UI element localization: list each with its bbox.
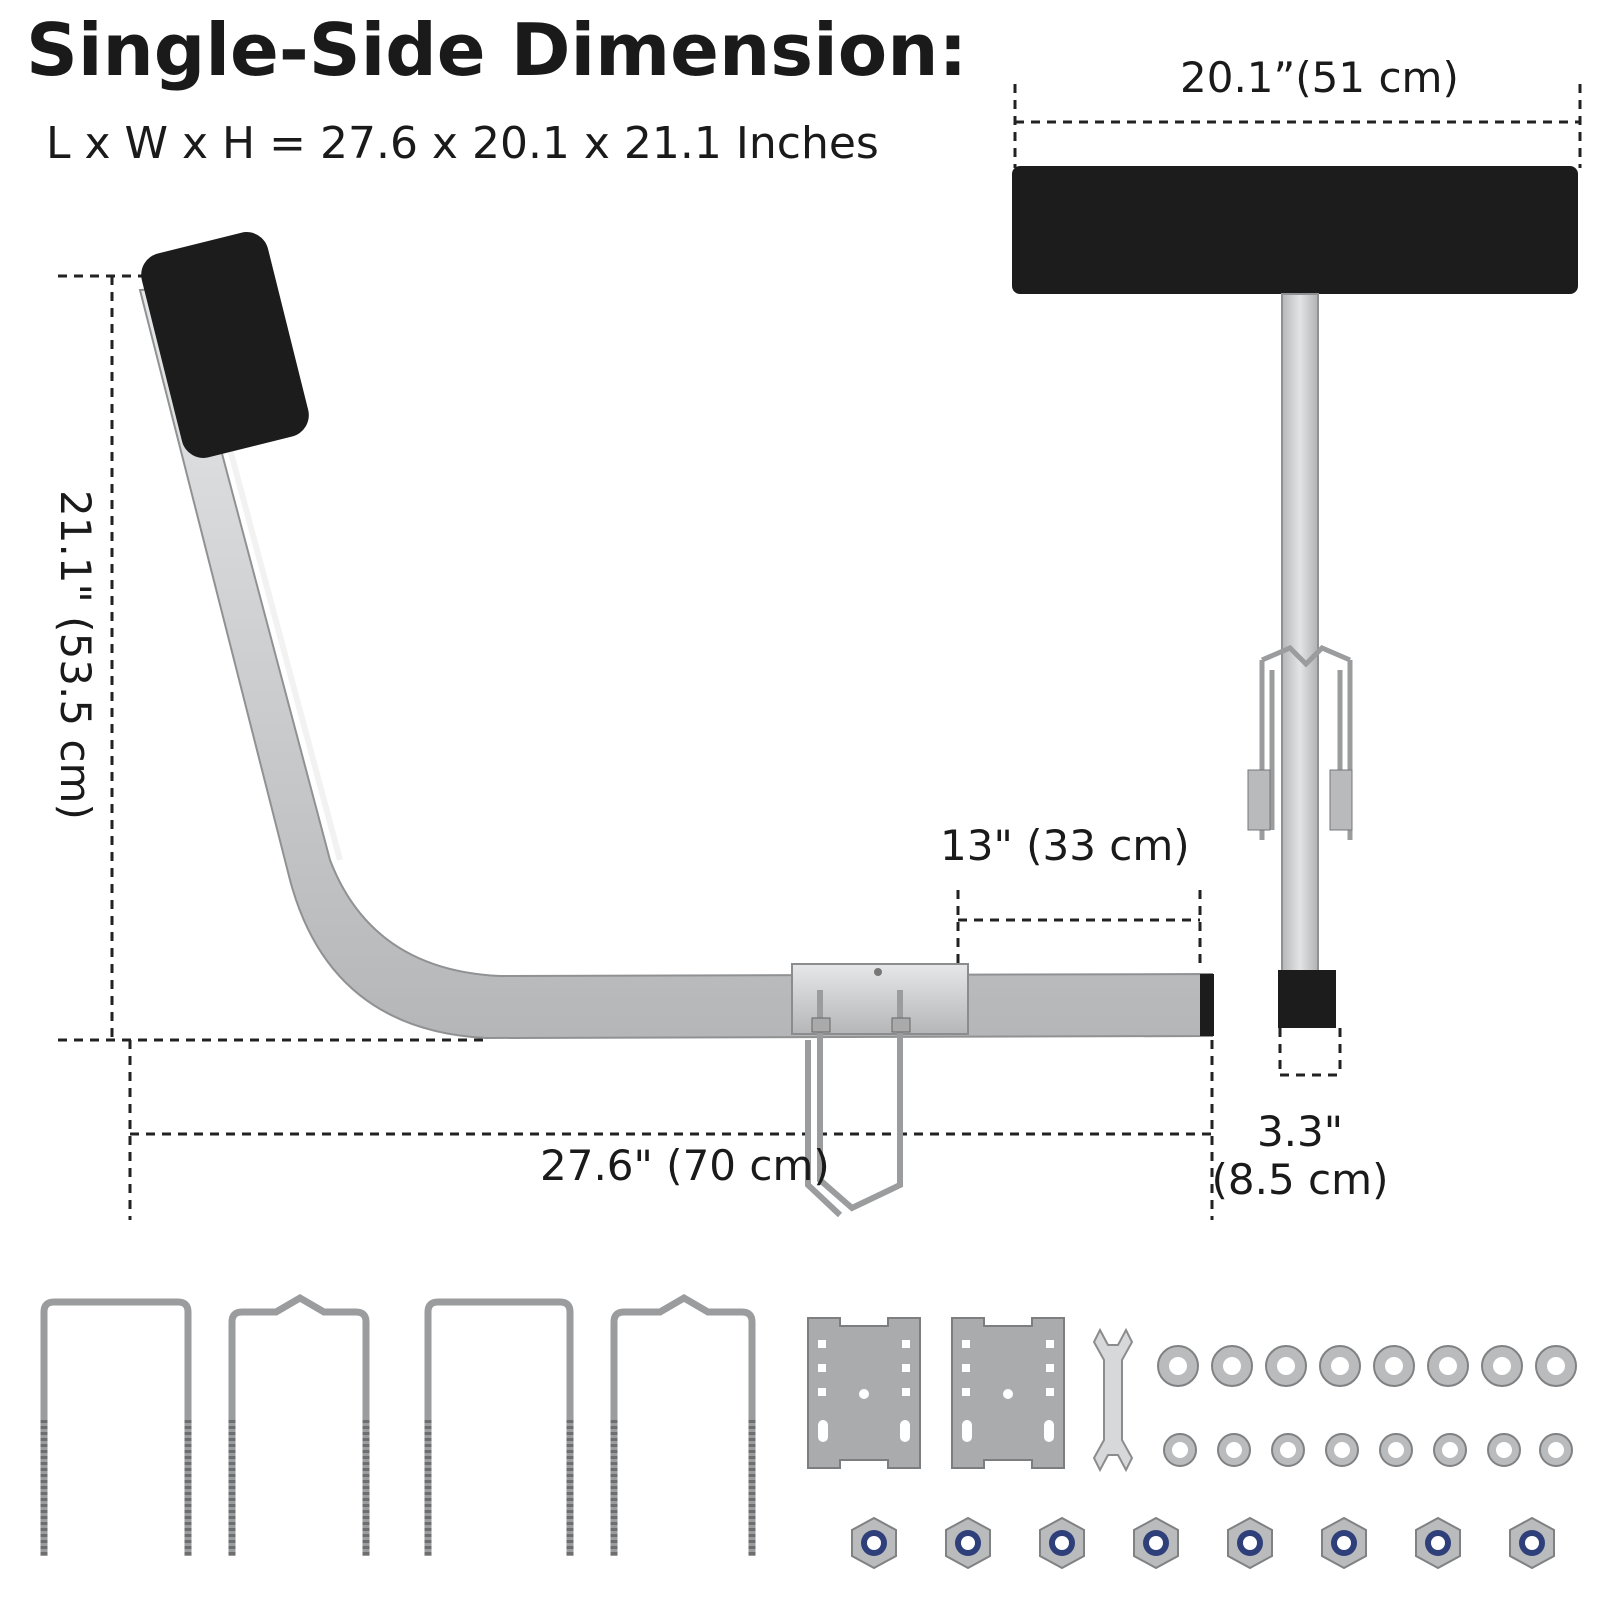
hardware-lock-nuts xyxy=(851,1516,1555,1570)
hardware-washers-large xyxy=(1157,1345,1577,1387)
page-title: Single-Side Dimension: xyxy=(26,8,968,92)
overall-dimensions: L x W x H = 27.6 x 20.1 x 21.1 Inches xyxy=(46,118,879,169)
hardware-u-bolts xyxy=(40,1293,756,1556)
hardware-plates xyxy=(807,1317,1065,1469)
width-label: 20.1”(51 cm) xyxy=(1180,53,1459,102)
height-label: 21.1" (53.5 cm) xyxy=(51,490,100,820)
length-label: 27.6" (70 cm) xyxy=(540,1141,830,1190)
dimension-lines xyxy=(58,84,1582,1220)
front-view-bunk xyxy=(1012,166,1578,1028)
side-view-bunk xyxy=(138,232,1214,1218)
side-u-bolt xyxy=(805,990,903,1218)
tube-width-label: 3.3" (8.5 cm) xyxy=(1200,1107,1400,1205)
tube-width-inches: 3.3" xyxy=(1256,1107,1344,1156)
tube-width-cm: (8.5 cm) xyxy=(1211,1155,1389,1205)
wrench-icon xyxy=(1092,1327,1134,1473)
bracket-length-label: 13" (33 cm) xyxy=(940,821,1190,870)
side-pad xyxy=(141,232,309,458)
front-pad xyxy=(1012,166,1578,294)
u-bolt-threads xyxy=(40,1420,756,1556)
